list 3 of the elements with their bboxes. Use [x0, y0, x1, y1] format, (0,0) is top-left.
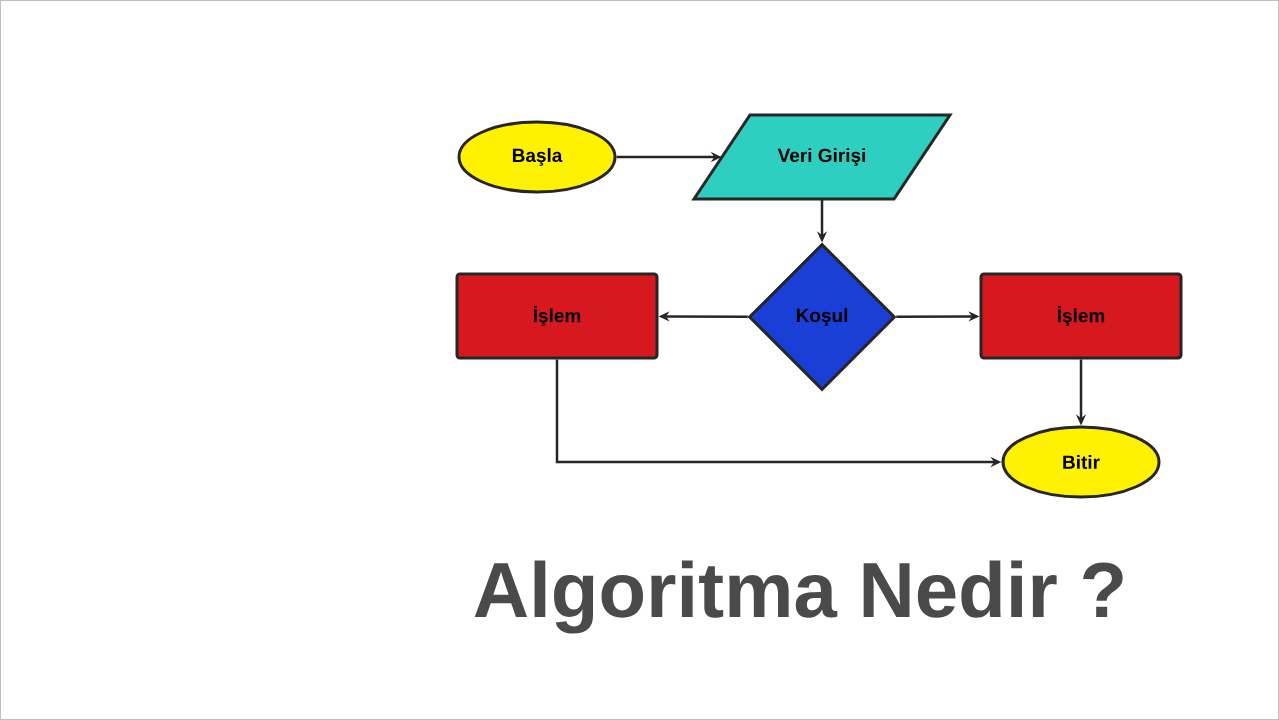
process-box: İşlem: [979, 272, 1183, 360]
process-box: İşlem: [455, 272, 659, 360]
title-text: Algoritma Nedir ?: [474, 560, 1123, 634]
